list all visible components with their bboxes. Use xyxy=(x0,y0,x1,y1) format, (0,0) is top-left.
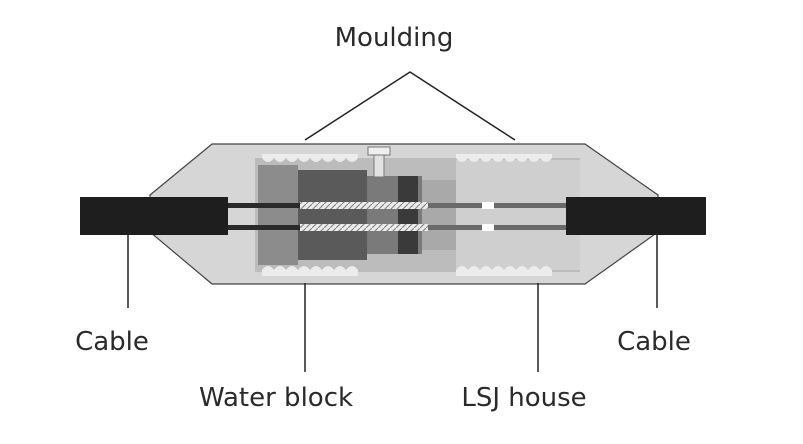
cable-left xyxy=(80,197,228,235)
braid-lower-left xyxy=(300,224,360,231)
serration-bottom-left xyxy=(262,266,358,276)
water-block-plate xyxy=(398,176,418,254)
label-cable-right: Cable xyxy=(617,327,691,357)
label-lsj-house: LSJ house xyxy=(461,383,586,413)
serration-top-right xyxy=(456,154,552,162)
leader-moulding xyxy=(304,71,516,141)
conductor-lower-left xyxy=(228,225,300,230)
serration-bottom-right xyxy=(456,266,552,276)
braid-lower-mid xyxy=(360,224,428,231)
screw-head xyxy=(367,146,391,156)
lsj-house-inner xyxy=(456,160,580,270)
serration-top-left xyxy=(262,154,358,162)
label-water-block: Water block xyxy=(199,383,353,413)
cable-right xyxy=(566,197,706,235)
crimp-upper xyxy=(482,202,494,209)
crimp-lower xyxy=(482,224,494,231)
screw-shaft xyxy=(373,154,385,178)
conductor-lower-right xyxy=(428,225,566,230)
label-moulding: Moulding xyxy=(335,23,454,53)
water-block xyxy=(295,170,367,260)
conductor-upper-left xyxy=(228,203,300,208)
water-block-frame xyxy=(258,165,298,265)
conductor-upper-right xyxy=(428,203,566,208)
label-cable-left: Cable xyxy=(75,327,149,357)
braid-upper-mid xyxy=(360,202,428,209)
leader-lines xyxy=(127,71,658,372)
braid-upper-left xyxy=(300,202,360,209)
